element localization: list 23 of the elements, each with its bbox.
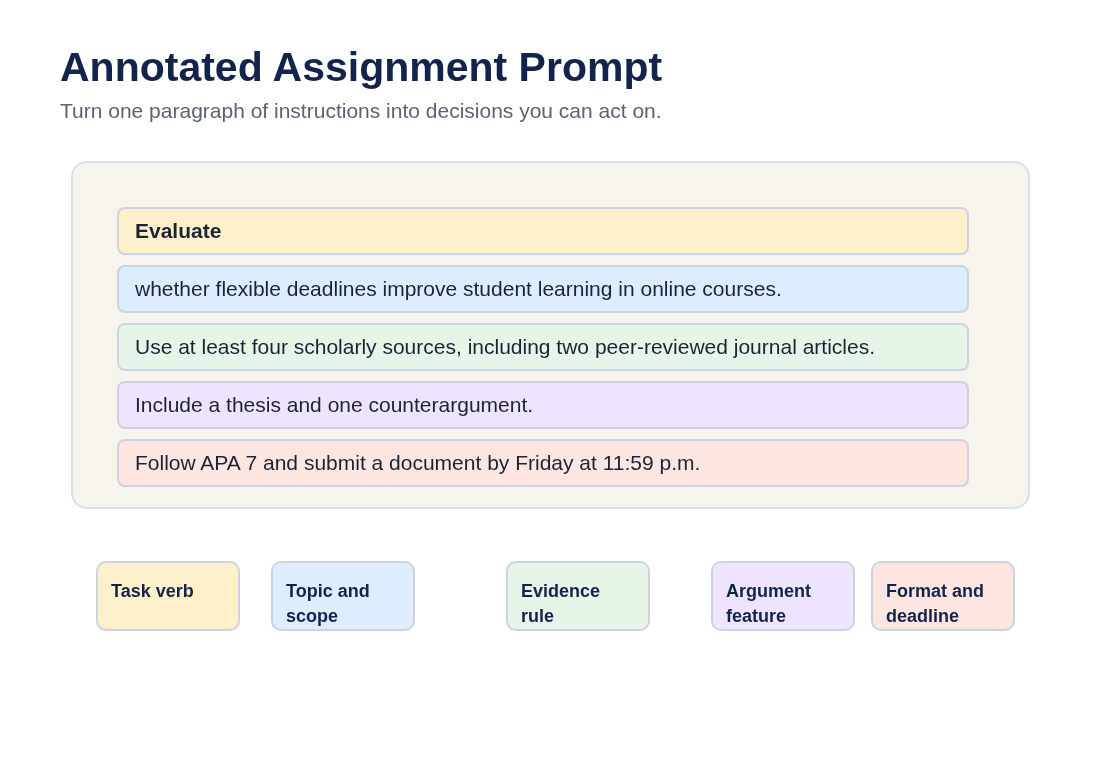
annotation-tag <box>506 561 650 631</box>
prompt-segment <box>117 323 969 371</box>
annotation-label: Topic and scope <box>286 580 371 628</box>
prompt-segment <box>117 381 969 429</box>
annotation-label: Task verb <box>111 580 195 603</box>
diagram-title: Annotated Assignment Prompt <box>60 44 663 91</box>
annotation-tag <box>711 561 855 631</box>
prompt-text: Follow APA 7 and submit a document by Friday at 11:59 p.m. <box>135 450 701 476</box>
prompt-segment <box>117 207 969 255</box>
annotation-tag <box>871 561 1015 631</box>
prompt-panel <box>71 161 1030 509</box>
annotation-label: Format and deadline <box>886 580 985 628</box>
annotation-label: Evidence rule <box>521 580 602 628</box>
prompt-text: Evaluate <box>135 218 222 244</box>
annotation-tag <box>271 561 415 631</box>
prompt-text: Use at least four scholarly sources, including two peer-reviewed journal articles. <box>135 334 875 360</box>
annotation-label: Argument feature <box>726 580 812 628</box>
prompt-segment <box>117 439 969 487</box>
annotation-tag <box>96 561 240 631</box>
subtitle: Turn one paragraph of instructions into decisions you can act on. <box>60 99 662 123</box>
prompt-text: Include a thesis and one counterargument. <box>135 392 534 418</box>
prompt-segment <box>117 265 969 313</box>
prompt-text: whether flexible deadlines improve student learning in online courses. <box>135 276 782 302</box>
